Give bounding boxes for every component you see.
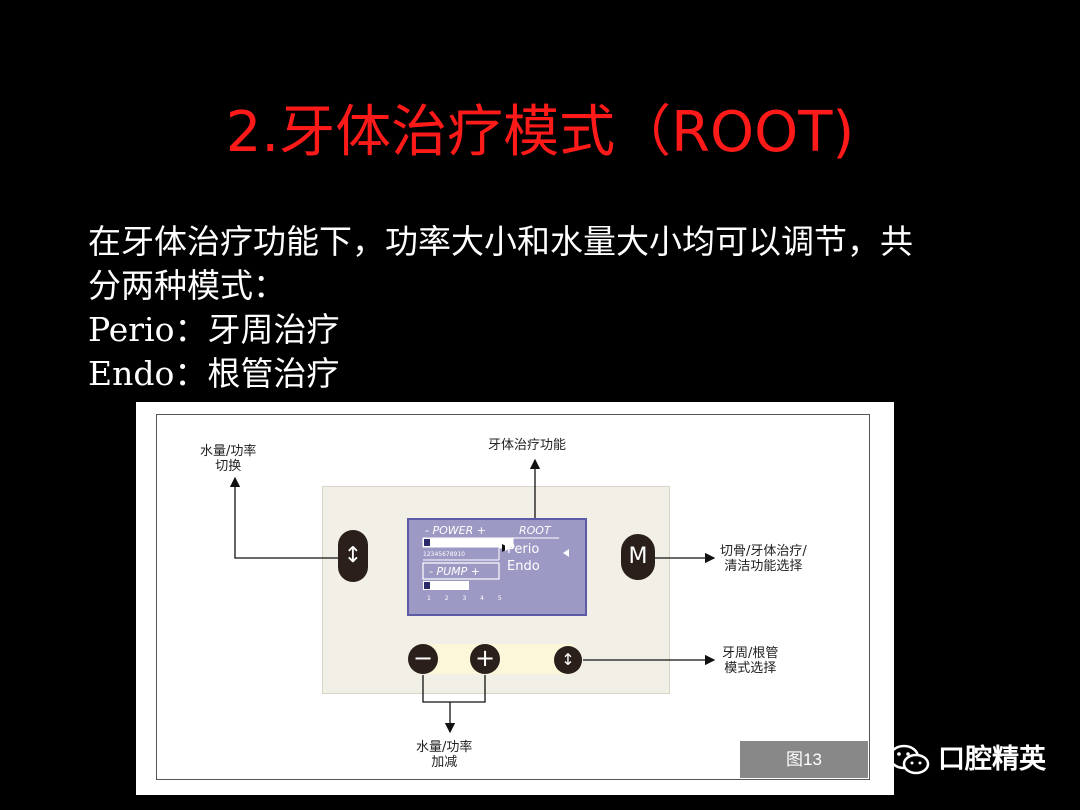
arrow-switch: [229, 476, 338, 559]
lcd-pump-scale: 1 2 3 4 5: [427, 595, 508, 602]
label-root-function: 牙体治疗功能: [488, 438, 567, 453]
device-diagram: - POWER + 12345678910 - PUMP + 1 2 3 4 5…: [136, 402, 894, 795]
mode-select-button[interactable]: M: [621, 534, 655, 580]
minus-button[interactable]: −: [408, 644, 438, 674]
lcd-root-label: ROOT: [519, 524, 552, 537]
lcd-selector-icon: [563, 549, 569, 557]
lcd-screen: - POWER + 12345678910 - PUMP + 1 2 3 4 5…: [407, 518, 587, 616]
bracket-plus-minus: [422, 675, 486, 703]
watermark-text: 口腔精英: [938, 744, 1046, 775]
wechat-icon: [888, 744, 930, 775]
lcd-power-label: - POWER +: [425, 524, 486, 537]
body-line-1: 在牙体治疗功能下，功率大小和水量大小均可以调节，共: [88, 222, 913, 261]
perio-endo-switch-button[interactable]: ↕: [554, 646, 582, 674]
figure-caption: 图13: [740, 741, 868, 778]
body-line-4: Endo：根管治疗: [88, 354, 340, 393]
power-pump-switch-button[interactable]: ↕: [338, 530, 368, 582]
lcd-power-scale: 12345678910: [423, 551, 465, 558]
lcd-perio-label: Perio: [507, 542, 539, 557]
label-power-pump-switch: 水量/功率 切换: [200, 444, 257, 474]
lcd-endo-label: Endo: [507, 559, 540, 574]
lcd-pump-label: - PUMP +: [429, 565, 480, 578]
body-line-2: 分两种模式：: [88, 266, 286, 305]
label-perio-endo: 牙周/根管 模式选择: [722, 646, 779, 676]
diagram-frame: [156, 414, 870, 780]
slide-body: 在牙体治疗功能下，功率大小和水量大小均可以调节，共 分两种模式： Perio：牙…: [88, 220, 913, 396]
slide-title: 2.牙体治疗模式（ROOT): [225, 100, 855, 165]
label-mode-select: 切骨/牙体治疗/ 清洁功能选择: [720, 544, 807, 574]
plus-button[interactable]: +: [470, 644, 500, 674]
label-plus-minus: 水量/功率 加减: [416, 740, 473, 770]
body-line-3: Perio：牙周治疗: [88, 310, 340, 349]
